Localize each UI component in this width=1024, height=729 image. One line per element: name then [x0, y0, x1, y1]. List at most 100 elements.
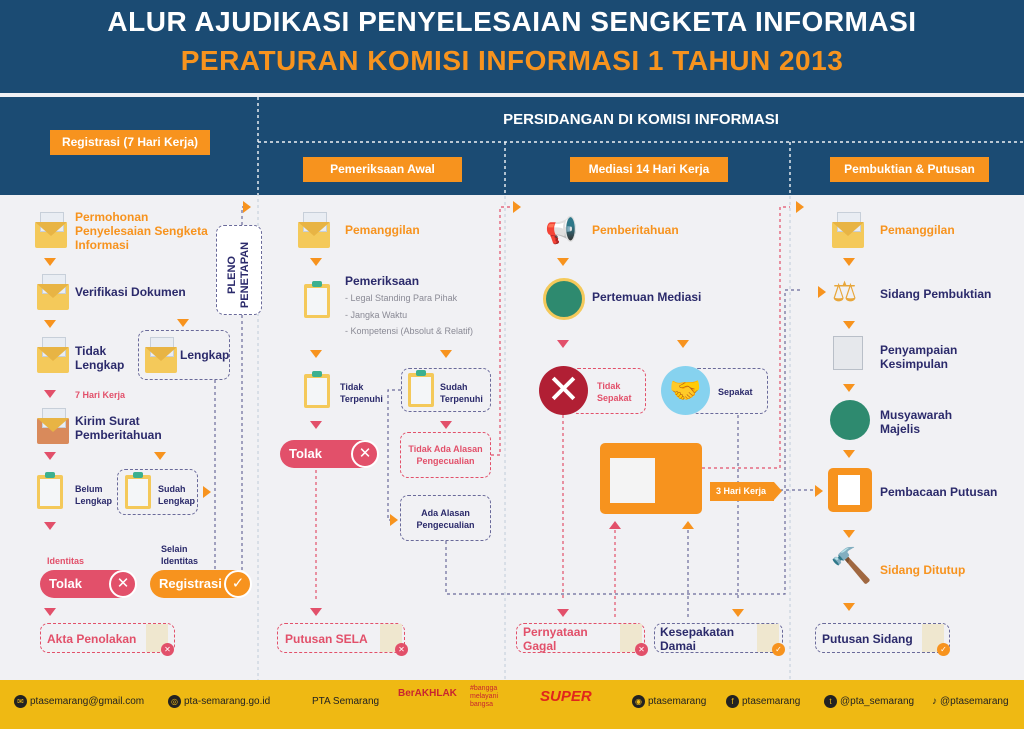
approved-document-icon: ✓: [922, 624, 950, 656]
arrow-down-icon: [843, 321, 855, 329]
arrow-down-icon: [557, 609, 569, 617]
rejected-document-icon: ✕: [380, 624, 408, 656]
step-pertemuan-mediasi: Pertemuan Mediasi: [592, 290, 702, 304]
registrasi-pill: Registrasi✓: [150, 570, 252, 598]
email-text: ptasemarang@gmail.com: [30, 695, 145, 707]
facebook-text: ptasemarang: [742, 695, 801, 707]
arrow-down-icon: [732, 609, 744, 617]
gavel-icon: 🔨: [830, 547, 873, 585]
footer-website[interactable]: ◎pta-semarang.go.id: [168, 694, 270, 708]
x-icon: ✕: [351, 440, 379, 468]
pleno-penetapan: PLENO PENETAPAN: [226, 241, 251, 309]
akta-penolakan: Akta Penolakan: [47, 632, 137, 646]
website-text: pta-semarang.go.id: [184, 695, 271, 707]
scales-icon: ⚖: [832, 276, 858, 307]
instagram-icon: ◉: [632, 694, 645, 708]
incomplete-envelope-icon: [37, 337, 69, 373]
arrow-down-icon: [44, 522, 56, 530]
pernyataan-gagal: Pernyataan Gagal: [523, 625, 588, 653]
megaphone-icon: 📢: [545, 215, 578, 245]
checklist-icon: [408, 370, 434, 407]
arrow-right-icon: [815, 485, 823, 497]
ada-alasan: Ada Alasan Pengecualian: [416, 508, 475, 530]
subtitle: PERATURAN KOMISI INFORMASI 1 TAHUN 2013: [180, 45, 844, 76]
tidak-sepakat: Tidak Sepakat: [597, 381, 632, 403]
arrow-down-icon: [440, 350, 452, 358]
sepakat: Sepakat: [718, 387, 753, 397]
bangga-logo: #bangga melayani bangsa: [470, 685, 499, 708]
step-pemeriksaan: Pemeriksaan: [345, 274, 420, 288]
arrow-down-icon: [154, 452, 166, 460]
complete-envelope-icon: [145, 337, 177, 373]
summons-envelope-icon: [298, 212, 330, 248]
handshake-icon: 🤝: [661, 366, 710, 415]
document-envelope-icon: [35, 212, 67, 248]
putusan-sidang-box: [815, 623, 950, 653]
criteria-item: - Kompetensi (Absolut & Relatif): [345, 326, 474, 336]
arrow-down-icon: [843, 530, 855, 538]
persidangan-heading: PERSIDANGAN DI KOMISI INFORMASI: [503, 111, 779, 128]
arrow-down-icon: [843, 603, 855, 611]
arrow-right-icon: [243, 201, 251, 213]
globe-icon: ◎: [168, 694, 181, 708]
arrow-down-icon: [44, 608, 56, 616]
label-pemeriksaan-awal: Pemeriksaan Awal: [303, 157, 462, 182]
step-permohonan: Permohonan Penyelesaian Sengketa Informa…: [75, 210, 208, 252]
arrow-right-icon: [513, 201, 521, 213]
tolak-label: Tolak: [49, 576, 82, 591]
checklist-icon: [304, 371, 330, 408]
criteria-item: - Legal Standing Para Pihak: [345, 293, 458, 303]
verdict-reading-icon: [828, 468, 872, 512]
footer-email[interactable]: ✉ptasemarang@gmail.com: [14, 694, 144, 708]
label-registrasi: Registrasi (7 Hari Kerja): [50, 130, 210, 155]
meeting-icon: [543, 278, 585, 320]
title: ALUR AJUDIKASI PENYELESAIAN SENGKETA INF…: [107, 6, 917, 37]
footer-twitter[interactable]: t@pta_semarang: [824, 694, 914, 708]
kesepakatan-damai: Kesepakatan Damai: [660, 625, 735, 653]
arrow-down-icon: [44, 320, 56, 328]
putusan-sela-box: [277, 623, 405, 653]
footer-tiktok[interactable]: ♪@ptasemarang: [932, 694, 1009, 708]
lengkap-box: [138, 330, 230, 380]
footer-name: PTA Semarang: [312, 694, 379, 708]
mail-icon: [37, 408, 69, 444]
org-name: PTA Semarang: [312, 695, 380, 707]
criteria-item: - Jangka Waktu: [345, 310, 408, 320]
arrow-down-icon: [310, 258, 322, 266]
step-lengkap: Lengkap: [180, 348, 230, 362]
arrow-down-icon: [310, 350, 322, 358]
selain-identitas-label: Selain Identitas: [161, 544, 199, 566]
step-pemberitahuan: Pemberitahuan: [592, 223, 679, 237]
step-sidang-pembuktian: Sidang Pembuktian: [880, 287, 992, 301]
arrow-down-icon: [557, 258, 569, 266]
tidak-ada-box: [400, 432, 491, 478]
label-mediasi: Mediasi 14 Hari Kerja: [570, 157, 728, 182]
footer-instagram[interactable]: ◉ptasemarang: [632, 694, 706, 708]
summons-envelope-icon: [832, 212, 864, 248]
mail-icon: ✉: [14, 694, 27, 708]
putusan-sela: Putusan SELA: [285, 632, 368, 646]
tag-arrow-icon: [774, 482, 782, 500]
pleno-box: [216, 225, 262, 315]
step-pemanggilan: Pemanggilan: [345, 223, 420, 237]
step-belum-lengkap: Belum Lengkap: [75, 484, 113, 506]
step-tidak-lengkap: Tidak Lengkap: [75, 344, 125, 372]
header: ALUR AJUDIKASI PENYELESAIAN SENGKETA INF…: [0, 0, 1024, 93]
arrow-down-icon: [843, 384, 855, 392]
documents-icon: [833, 336, 863, 370]
tolak-pill: Tolak✕: [280, 440, 379, 468]
step-pembacaan-putusan: Pembacaan Putusan: [880, 485, 998, 499]
arrow-down-icon: [310, 608, 322, 616]
agreement-signing-icon: [600, 443, 702, 514]
arrow-down-icon: [44, 452, 56, 460]
step-sudah-terpenuhi: Sudah Terpenuhi: [440, 382, 483, 404]
step-sudah-lengkap: Sudah Lengkap: [158, 484, 196, 506]
step-sidang-ditutup: Sidang Ditutup: [880, 563, 966, 577]
arrow-right-icon: [818, 286, 826, 298]
tolak-pill: Tolak ✕: [40, 570, 137, 598]
step-musyawarah-majelis: Musyawarah Majelis: [880, 408, 953, 436]
verify-envelope-icon: [37, 274, 69, 310]
x-icon: ✕: [109, 570, 137, 598]
